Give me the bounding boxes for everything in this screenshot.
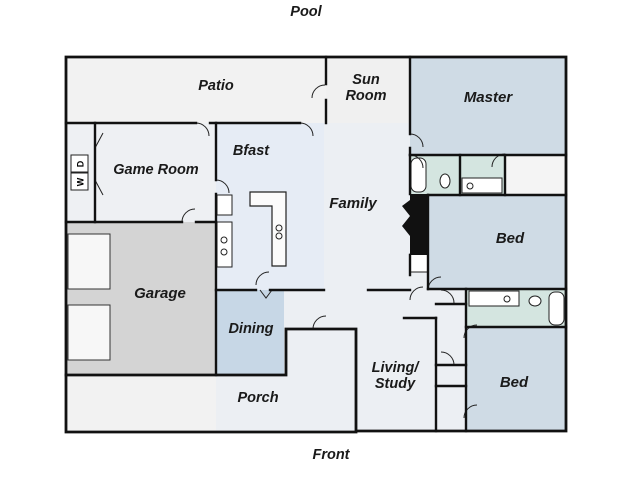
vanity-icon <box>461 177 503 194</box>
dryer-label: D <box>76 160 86 167</box>
bed-upper-area <box>428 195 566 289</box>
kitchen-counter <box>249 191 287 267</box>
sink-k-icon <box>275 224 283 232</box>
room-label-bed-upper: Bed <box>495 230 525 247</box>
room-label-family: Family <box>329 195 377 212</box>
shower-icon <box>409 253 429 273</box>
sink-icon <box>466 182 474 190</box>
vanity-2-icon <box>468 290 520 307</box>
bed-lower-area <box>466 327 566 431</box>
sink-2-icon <box>503 295 511 303</box>
pool-label: Pool <box>290 4 322 20</box>
toilet-2-icon <box>528 295 542 307</box>
room-label-sun-room: Sun Room <box>345 72 387 104</box>
fridge-icon <box>216 194 233 216</box>
sink-k-icon <box>275 232 283 240</box>
master-area <box>410 57 566 155</box>
room-label-dining: Dining <box>228 321 274 337</box>
dining-area <box>216 290 284 375</box>
room-label-living-study: Living/ Study <box>371 360 419 392</box>
room-label-bfast: Bfast <box>232 143 270 159</box>
washer-icon <box>70 172 89 191</box>
garage-bay-1 <box>67 233 111 290</box>
garage-bay-2 <box>67 304 111 361</box>
room-label-bed-lower: Bed <box>499 374 529 391</box>
front-label: Front <box>312 447 350 463</box>
toilet-icon <box>439 173 451 189</box>
stove-icon <box>216 221 233 268</box>
patio-area <box>66 57 326 123</box>
room-label-game-room: Game Room <box>113 162 199 178</box>
dryer-icon <box>70 154 89 173</box>
tub-2-icon <box>548 291 565 326</box>
burner-icon <box>220 236 228 244</box>
walls <box>64 55 568 434</box>
sun-room-area <box>326 57 410 123</box>
room-label-patio: Patio <box>198 78 234 94</box>
room-label-master: Master <box>463 89 513 106</box>
burner-icon <box>220 248 228 256</box>
tub-icon <box>410 157 427 193</box>
room-label-porch: Porch <box>237 390 279 406</box>
closet-area <box>505 155 566 195</box>
room-label-garage: Garage <box>134 285 186 302</box>
game-room-area <box>95 123 216 222</box>
fireplace-icon <box>402 194 428 255</box>
washer-label: W <box>76 177 86 186</box>
